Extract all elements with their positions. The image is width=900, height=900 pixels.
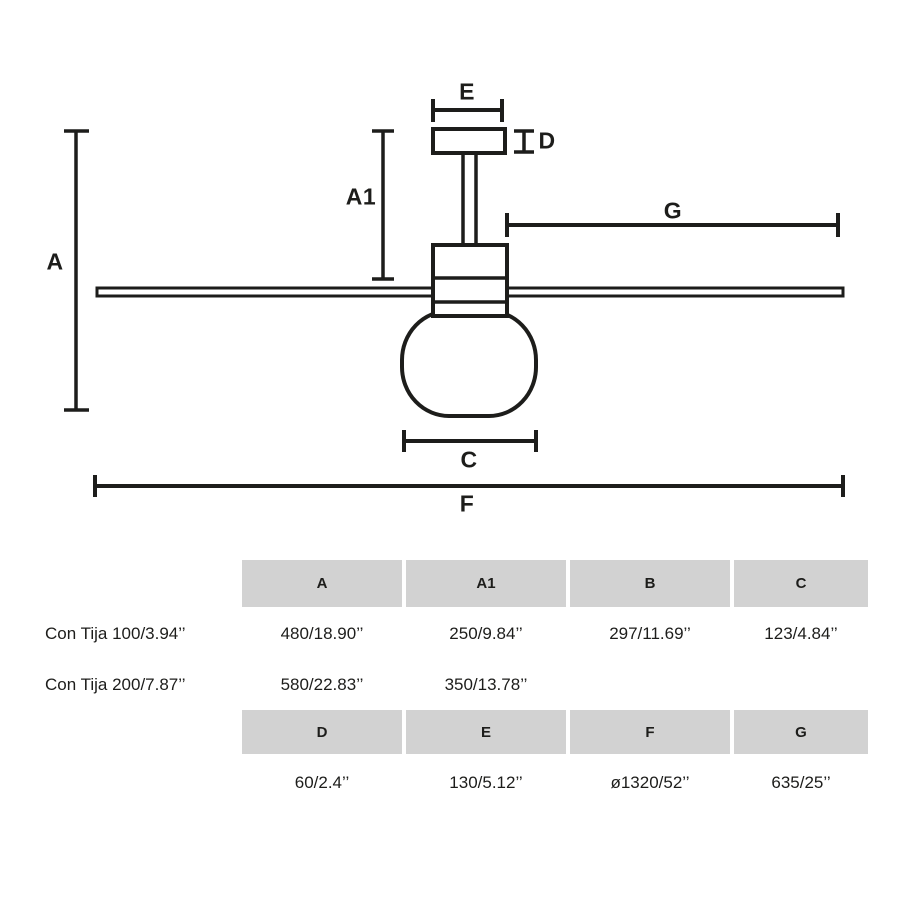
dim-label-c: C: [460, 446, 478, 473]
col-header-c: C: [734, 560, 868, 607]
col-header-f: F: [570, 710, 730, 754]
value-200-c: [734, 660, 868, 710]
dim-line-e: [431, 99, 504, 122]
row-label-tija-100: Con Tija 100/3.94’’: [45, 623, 186, 643]
value-100-a: 480/18.90’’: [280, 623, 364, 643]
value-g: 635/25’’: [771, 773, 831, 792]
col-header-e: E: [406, 710, 566, 754]
value-f: ø1320/52’’: [610, 773, 690, 792]
dim-label-g: G: [663, 197, 683, 224]
dim-line-a1: [372, 129, 394, 281]
value-100-c: 123/4.84’’: [764, 623, 838, 643]
table-blank: [38, 710, 238, 754]
col-header-a: A: [242, 560, 402, 607]
dim-label-a1: A1: [345, 183, 377, 210]
fan-light-globe: [400, 309, 538, 418]
dim-line-d: [514, 129, 534, 154]
value-d: 60/2.4’’: [294, 773, 350, 792]
col-header-g: G: [734, 710, 868, 754]
dim-label-a: A: [46, 248, 64, 275]
row-label-tija-200: Con Tija 200/7.87’’: [45, 675, 186, 694]
fan-motor-body: [431, 243, 509, 318]
value-100-b: 297/11.69’’: [609, 623, 691, 643]
value-e: 130/5.12’’: [449, 773, 523, 792]
col-header-a1: A1: [406, 560, 566, 607]
dim-line-f: [93, 475, 845, 497]
value-200-b: [570, 660, 730, 710]
dimension-table: A A1 B C Con Tija 100/3.94’’ 480/18.90’’…: [38, 560, 868, 812]
dim-label-e: E: [459, 78, 475, 105]
table-blank: [38, 754, 238, 812]
dim-label-d: D: [538, 127, 556, 154]
table-corner-blank: [38, 560, 238, 607]
fan-line-drawing: [64, 99, 845, 497]
fan-canopy: [431, 127, 507, 155]
value-200-a: 580/22.83’’: [280, 675, 364, 694]
dim-line-a: [64, 129, 89, 412]
col-header-b: B: [570, 560, 730, 607]
dim-line-c: [402, 430, 538, 452]
value-100-a1: 250/9.84’’: [449, 623, 523, 643]
dim-label-f: F: [459, 490, 475, 517]
col-header-d: D: [242, 710, 402, 754]
dim-line-g: [505, 213, 840, 237]
fan-downrod: [461, 148, 478, 252]
value-200-a1: 350/13.78’’: [444, 675, 528, 694]
